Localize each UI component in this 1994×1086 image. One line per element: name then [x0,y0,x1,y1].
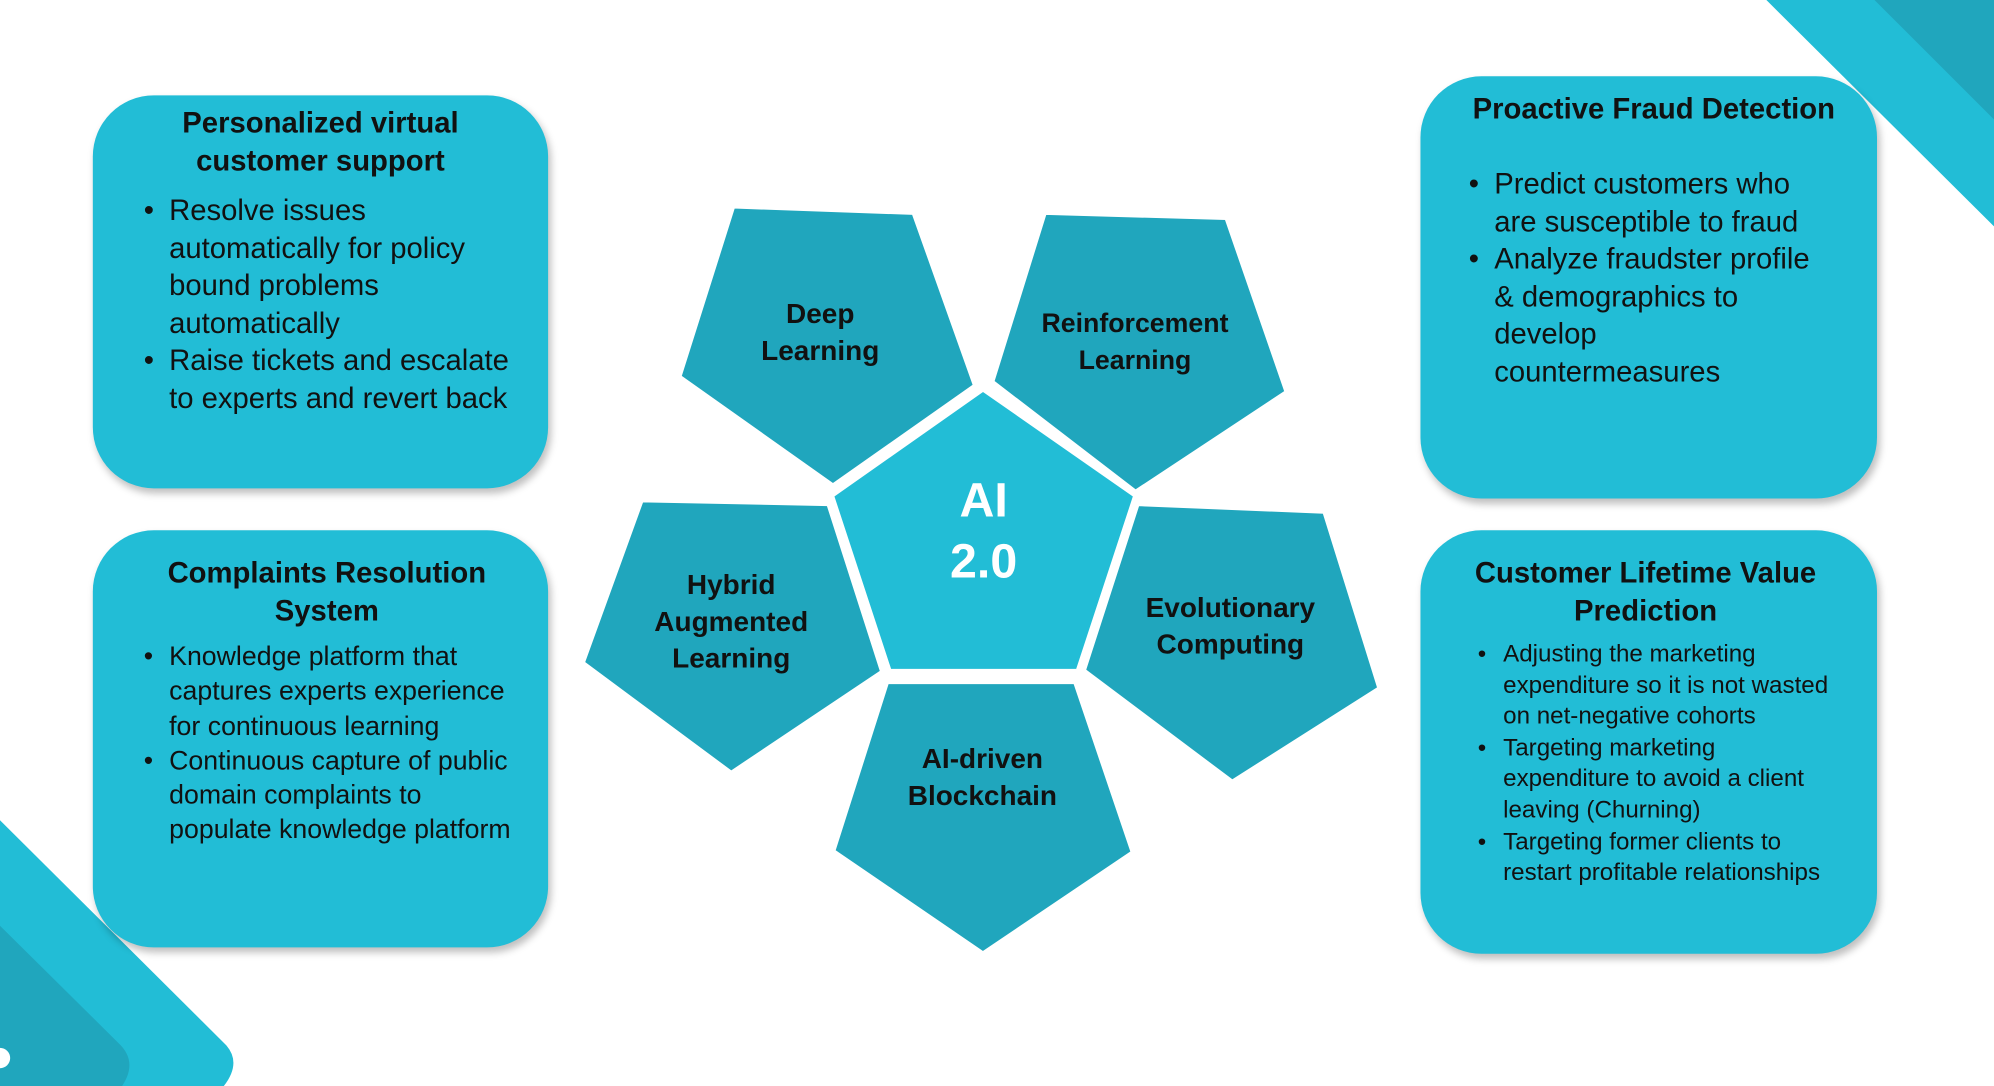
petal-label: Deep Learning [761,297,880,367]
center-label-line1: AI [959,474,1008,528]
corner-band-bottom-left-dark [0,925,130,1086]
card-bullet: Analyze fraudster profile & demographics… [1469,241,1826,392]
petal-reinforcement-learning [991,212,1288,493]
card-bullet: Knowledge platform that captures experts… [144,640,523,744]
petal-label: Reinforcement Learning [1041,309,1229,376]
petal-deep-learning [678,205,976,487]
card-bullet: Predict customers who are susceptible to… [1469,165,1826,240]
card-bullet: Targeting former clients to restart prof… [1478,827,1839,890]
card-bullet: Continuous capture of public domain comp… [144,744,523,848]
card-customer-lifetime-value: Customer Lifetime Value Prediction Adjus… [1420,530,1877,954]
petal-label: Hybrid Augmented Learning [654,568,809,674]
card-title: Proactive Fraud Detection [1472,91,1836,125]
corner-band-top-right-dark [1874,0,1994,120]
card-fraud-detection: Proactive Fraud Detection Predict custom… [1420,76,1877,499]
pentagon-diagram [582,205,1381,955]
center-pentagon [831,388,1136,672]
card-bullet: Resolve issues automatically for policy … [144,192,510,343]
petal-label: Evolutionary Computing [1145,591,1316,661]
card-title: Customer Lifetime Value Prediction [1474,555,1817,627]
card-bullet: Adjusting the marketing expenditure so i… [1478,640,1839,734]
petal-hybrid-augmented-learning [582,499,883,774]
petal-ai-blockchain [832,681,1134,955]
card-personalized-support: Personalized virtual customer support Re… [92,95,549,489]
center-label: AI 2.0 [890,471,1077,593]
card-complaints-resolution: Complaints Resolution System Knowledge p… [92,530,549,948]
card-title: Personalized virtual customer support [182,105,459,177]
card-bullet: Raise tickets and escalate to experts an… [144,343,510,418]
card-bullet: Targeting marketing expenditure to avoid… [1478,733,1839,827]
corner-dot [0,1047,11,1069]
petal-label: AI-driven Blockchain [907,742,1058,812]
card-title: Complaints Resolution System [167,555,487,627]
petal-evolutionary-computing [1083,503,1381,783]
center-label-line2: 2.0 [950,535,1018,589]
